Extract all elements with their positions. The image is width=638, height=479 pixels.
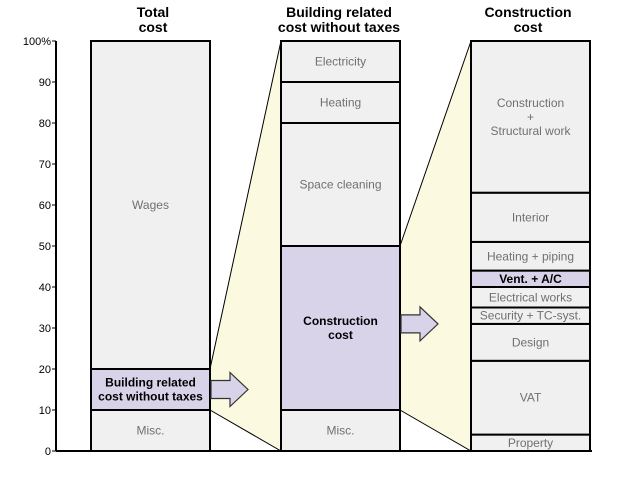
- segment-label: +: [527, 110, 534, 124]
- bar-segment: [470, 191, 591, 243]
- segment-label: Wages: [132, 198, 169, 212]
- column-title: Building related: [286, 4, 392, 20]
- y-tick-label: 40: [39, 282, 51, 294]
- segment-label: cost: [328, 328, 353, 342]
- segment-label: cost without taxes: [98, 390, 203, 404]
- segment-label: Security + TC-syst.: [480, 309, 581, 323]
- segment-label: Misc.: [327, 424, 355, 438]
- column-title: Total: [137, 4, 169, 20]
- segment-label: Structural work: [490, 124, 571, 138]
- bar-segment: [280, 40, 401, 83]
- y-tick-label: 0: [45, 446, 51, 458]
- segment-label: Property: [508, 436, 553, 450]
- column-title: cost: [514, 19, 543, 35]
- bar-segment: [90, 40, 211, 370]
- bar-segment: [280, 409, 401, 452]
- y-tick-label: 100%: [23, 36, 51, 48]
- segment-label: Building related: [105, 376, 196, 390]
- segment-label: Electricity: [315, 55, 366, 69]
- segment-label: Construction: [303, 314, 378, 328]
- segment-label: Electrical works: [489, 290, 572, 304]
- y-tick-label: 80: [39, 118, 51, 130]
- y-tick-label: 50: [39, 241, 51, 253]
- segment-label: Heating + piping: [487, 249, 574, 263]
- segment-label: Interior: [512, 210, 549, 224]
- arrow-to-building-cost: [210, 371, 249, 408]
- bar-segment: [470, 40, 591, 194]
- column-title: Construction: [484, 4, 571, 20]
- y-tick-label: 70: [39, 159, 51, 171]
- segment-label: Construction: [497, 96, 564, 110]
- bar-segment: [470, 359, 591, 436]
- y-tick-label: 10: [39, 405, 51, 417]
- y-tick-label: 30: [39, 323, 51, 335]
- arrow-to-construction-cost: [400, 305, 439, 343]
- column-title: cost: [139, 19, 168, 35]
- bar-segment: [90, 368, 211, 411]
- bar-segment: [90, 409, 211, 452]
- segment-label: Heating: [320, 96, 361, 110]
- segment-label: Space cleaning: [299, 178, 381, 192]
- y-tick-label: 60: [39, 200, 51, 212]
- column-title: cost without taxes: [278, 19, 400, 35]
- segment-label: VAT: [520, 391, 542, 405]
- segment-label: Vent. + A/C: [499, 272, 562, 286]
- segment-label: Design: [512, 335, 549, 349]
- y-tick-label: 20: [39, 364, 51, 376]
- y-tick-label: 90: [39, 77, 51, 89]
- connector-building-to-construction: [399, 40, 472, 452]
- segment-label: Misc.: [137, 424, 165, 438]
